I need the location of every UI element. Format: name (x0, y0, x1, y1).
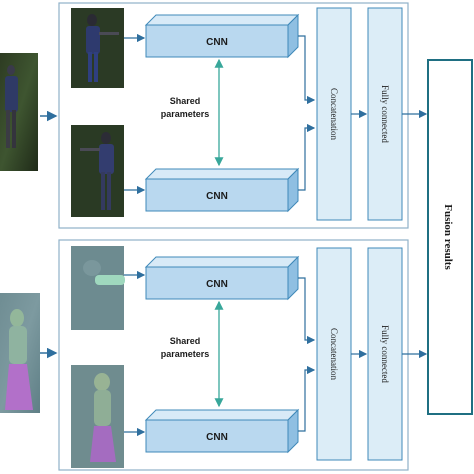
bottom-shared-label-line2: parameters (161, 349, 210, 359)
bottom-crop-upper (71, 246, 125, 330)
bottom-fully-connected-block (367, 247, 403, 461)
bottom-concatenation-label: Concatenation (329, 328, 339, 380)
bottom-crop-lower (71, 365, 124, 468)
bottom-concatenation-block (316, 247, 352, 461)
top-concatenation-block (316, 7, 352, 221)
top-fully-connected-block (367, 7, 403, 221)
top-shared-label-line1: Shared (170, 96, 201, 106)
top-crop-lower (71, 125, 124, 217)
top-shared-label-line2: parameters (161, 109, 210, 119)
bottom-branch-frame (58, 239, 409, 471)
bottom-branch: CNN CNN Shared parameters Concatenation … (58, 239, 428, 471)
top-cnn-upper-block: CNN (144, 13, 300, 59)
bottom-fully-connected-label: Fully connected (380, 325, 390, 383)
bottom-cnn-upper-block: CNN (144, 255, 300, 301)
top-cnn-upper-label: CNN (206, 37, 228, 48)
top-cnn-upper-to-concat-arrow (298, 35, 316, 105)
top-cnn-lower-block: CNN (144, 167, 300, 213)
bottom-cnn-lower-to-concat-arrow (298, 365, 316, 432)
top-crop-upper (71, 8, 124, 88)
top-concatenation-label: Concatenation (329, 88, 339, 140)
top-cnn-lower-to-concat-arrow (298, 123, 316, 191)
bottom-cnn-upper-to-concat-arrow (298, 277, 316, 345)
thermal-input-image (0, 293, 40, 413)
top-branch: CNN CNN Shared parameters Concatenation … (58, 2, 428, 229)
top-branch-frame (58, 2, 409, 229)
top-fully-connected-label: Fully connected (380, 85, 390, 143)
top-cnn-lower-label: CNN (206, 191, 228, 202)
visible-input-image (0, 53, 38, 171)
bottom-cnn-lower-label: CNN (206, 432, 228, 443)
bottom-cnn-upper-label: CNN (206, 279, 228, 290)
fusion-results-block: Fusion results (427, 59, 473, 415)
bottom-shared-label-line1: Shared (170, 336, 201, 346)
bottom-cnn-lower-block: CNN (144, 408, 300, 454)
fusion-results-label: Fusion results (442, 204, 454, 270)
